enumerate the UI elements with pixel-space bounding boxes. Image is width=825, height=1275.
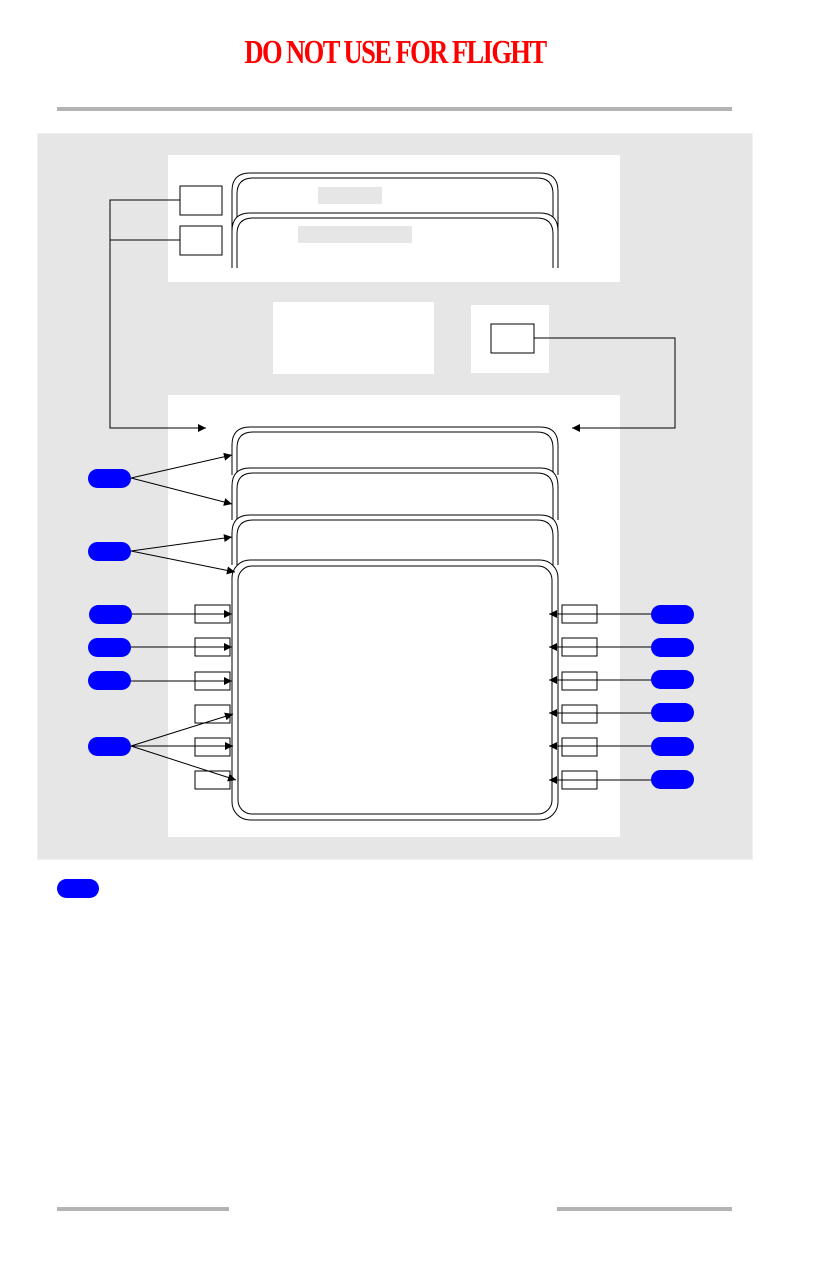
callout-left-6 [88, 737, 131, 756]
left-lsk-5 [194, 737, 231, 757]
right-lsk-3 [561, 671, 598, 691]
main-display-screen [231, 559, 559, 821]
bottom-rule-right [557, 1207, 732, 1211]
callout-right-3 [651, 670, 694, 689]
center-display-box [273, 302, 434, 374]
redacted-label-2 [298, 226, 412, 243]
do-not-use-for-flight-banner: DO NOT USE FOR FLIGHT [244, 34, 547, 71]
lower-display-page-1 [231, 426, 559, 475]
right-control-key [490, 323, 535, 354]
upper-display-page-back [231, 172, 559, 268]
left-callouts [88, 469, 132, 756]
redacted-label-1 [318, 187, 382, 204]
left-lsk-6 [194, 770, 231, 790]
callout-right-1 [651, 605, 694, 624]
callout-right-6 [651, 770, 694, 789]
callout-left-3 [89, 605, 132, 624]
callout-leaders [130, 452, 651, 784]
right-connector [534, 337, 676, 432]
right-lsk-4 [561, 704, 598, 724]
right-line-select-keys [561, 604, 598, 790]
callout-right-5 [651, 737, 694, 756]
callout-left-1 [88, 469, 131, 488]
top-rule [57, 107, 732, 111]
right-callouts [651, 605, 694, 789]
lower-display-page-3 [231, 514, 559, 565]
callout-left-5 [88, 671, 131, 690]
right-lsk-5 [561, 737, 598, 757]
upper-key-2 [179, 225, 223, 256]
callout-left-4 [88, 638, 131, 657]
lower-display-page-2 [231, 467, 559, 520]
legend-callout [57, 879, 99, 898]
left-connector [109, 199, 206, 432]
callout-right-4 [651, 703, 694, 722]
callout-right-2 [651, 638, 694, 657]
bottom-rule-left [57, 1207, 229, 1211]
callout-left-2 [88, 542, 131, 561]
upper-key-1 [179, 185, 223, 216]
